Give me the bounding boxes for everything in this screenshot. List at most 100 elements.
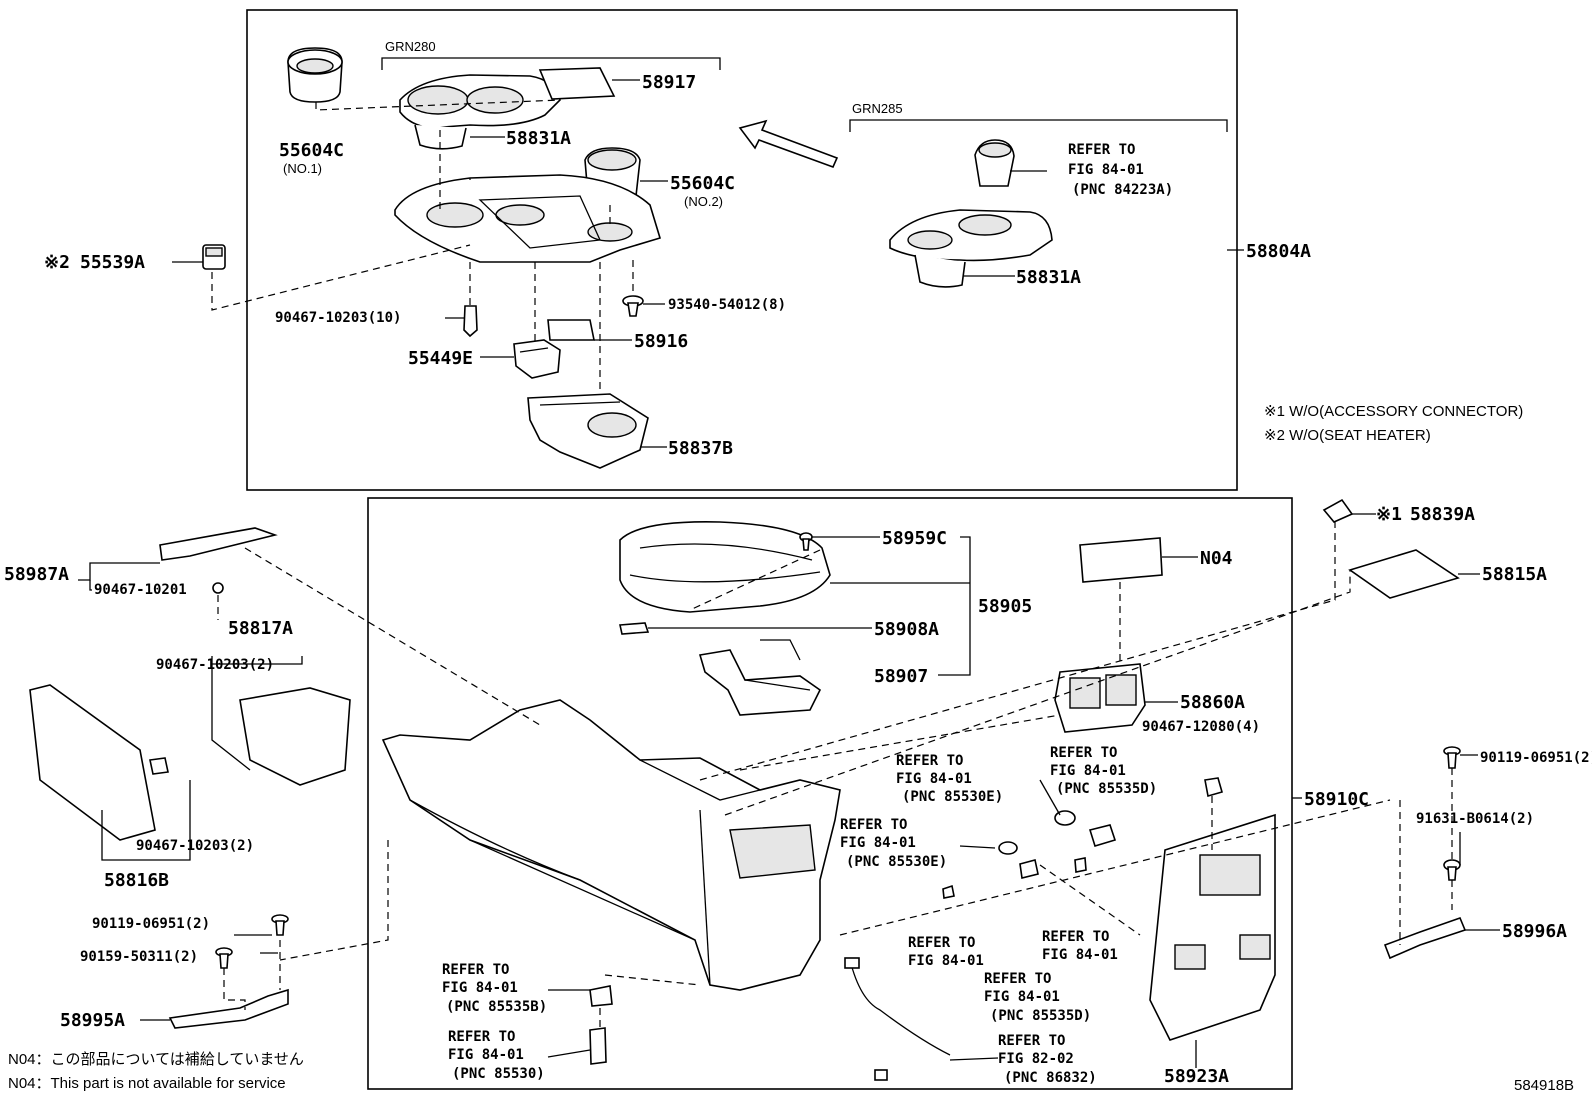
label-58916: 58916 bbox=[634, 331, 688, 352]
screw-58959c-part bbox=[799, 532, 813, 551]
label-90119-06951-right: 90119-06951(2) bbox=[1480, 750, 1592, 766]
nut-91631-part bbox=[1443, 859, 1461, 881]
label-55604c-no2: 55604C bbox=[670, 173, 735, 194]
bracket-58996a-part bbox=[1383, 916, 1467, 960]
ref8-line2: FIG 84-01 bbox=[448, 1047, 524, 1063]
mat-58815a-part bbox=[1348, 549, 1460, 599]
label-55604c-no2-sub: (NO.2) bbox=[684, 194, 723, 209]
ref7-line1: REFER TO bbox=[442, 962, 509, 978]
label-58917: 58917 bbox=[642, 72, 696, 93]
label-55449e: 55449E bbox=[408, 348, 473, 369]
mat-58917-part bbox=[538, 67, 616, 100]
bracket-58995a-part bbox=[168, 988, 289, 1029]
clip-90467-10201-part bbox=[212, 582, 224, 594]
label-58837b: 58837B bbox=[668, 438, 733, 459]
wire-harness-part bbox=[849, 959, 951, 1056]
ref-top-line3: (PNC 84223A) bbox=[1072, 182, 1173, 198]
clip-55539a-part bbox=[202, 244, 226, 270]
ref7-line3: (PNC 85535B) bbox=[446, 999, 547, 1015]
bolt-90159-part bbox=[215, 947, 233, 969]
tray-58831a-right-part bbox=[889, 209, 1053, 288]
note-en: N04：This part is not available for servi… bbox=[8, 1075, 286, 1092]
ref8-line3: (PNC 85530) bbox=[452, 1066, 545, 1082]
ref9-line2: FIG 82-02 bbox=[998, 1051, 1074, 1067]
clip-90467-10203-lower-part bbox=[149, 757, 169, 775]
label-55604c-no1-sub: (NO.1) bbox=[283, 161, 322, 176]
label-58816b: 58816B bbox=[104, 870, 169, 891]
bulb-part bbox=[942, 884, 955, 899]
label-90467-10203-2b: 90467-10203(2) bbox=[136, 838, 254, 854]
ref6-line3: (PNC 85535D) bbox=[990, 1008, 1091, 1024]
ref3-line1: REFER TO bbox=[840, 817, 907, 833]
ref6-line1: REFER TO bbox=[984, 971, 1051, 987]
label-58804a: 58804A bbox=[1246, 241, 1311, 262]
upper-console-panel-part bbox=[394, 174, 661, 263]
upper-tray-part bbox=[399, 74, 561, 150]
label-58987a: 58987A bbox=[4, 564, 69, 585]
clip-90467-12080-part bbox=[1204, 777, 1223, 798]
shift-boot-part bbox=[974, 139, 1015, 187]
label-58831a-right: 58831A bbox=[1016, 267, 1081, 288]
label-90159-50311: 90159-50311(2) bbox=[80, 949, 198, 965]
label-58860a: 58860A bbox=[1180, 692, 1245, 713]
group-label-grn280: GRN280 bbox=[385, 39, 436, 54]
harness-connector-part bbox=[844, 957, 860, 969]
label-58839a: 58839A bbox=[1410, 504, 1475, 525]
switch-85535d-b-part bbox=[1019, 859, 1039, 879]
label-58905: 58905 bbox=[978, 596, 1032, 617]
ref4-line1: REFER TO bbox=[908, 935, 975, 951]
ref5-line1: REFER TO bbox=[1042, 929, 1109, 945]
ref5-line2: FIG 84-01 bbox=[1042, 947, 1118, 963]
ref2-line1: REFER TO bbox=[1050, 745, 1117, 761]
label-58923a: 58923A bbox=[1164, 1066, 1229, 1087]
ref1-line3: (PNC 85530E) bbox=[902, 789, 1003, 805]
vent-58860a-part bbox=[1054, 663, 1146, 733]
box-55449e-part bbox=[513, 339, 561, 379]
ref2-line3: (PNC 85535D) bbox=[1056, 781, 1157, 797]
switch-85535b-part bbox=[589, 985, 613, 1007]
part-n04 bbox=[1079, 537, 1163, 583]
screw-93540-part bbox=[622, 295, 644, 317]
note-jp: N04：この部品については補給していません bbox=[8, 1051, 304, 1068]
ref9-line1: REFER TO bbox=[998, 1033, 1065, 1049]
ref7-line2: FIG 84-01 bbox=[442, 980, 518, 996]
label-n04: N04 bbox=[1200, 548, 1233, 569]
mat-58916-part bbox=[547, 319, 595, 341]
cover-58816b-part bbox=[29, 684, 156, 841]
label-90119-06951-left: 90119-06951(2) bbox=[92, 916, 210, 932]
label-90467-10203-2a: 90467-10203(2) bbox=[156, 657, 274, 673]
upper-assembly-frame bbox=[246, 9, 1238, 491]
ref1-line2: FIG 84-01 bbox=[896, 771, 972, 787]
hinge-58907-part bbox=[698, 639, 822, 716]
cover-58817a-part bbox=[239, 687, 351, 786]
ref-top-line2: FIG 84-01 bbox=[1068, 162, 1144, 178]
ref3-line2: FIG 84-01 bbox=[840, 835, 916, 851]
label-93540-54012: 93540-54012(8) bbox=[668, 297, 786, 313]
group-label-grn285: GRN285 bbox=[852, 101, 903, 116]
label-55604c-no1: 55604C bbox=[279, 140, 344, 161]
direction-arrow-icon bbox=[738, 119, 839, 169]
switch-85535d-part bbox=[1088, 824, 1117, 847]
label-55539a: 55539A bbox=[80, 252, 145, 273]
legend-1: ※1 W/O(ACCESSORY CONNECTOR) bbox=[1264, 403, 1523, 420]
ref2-line2: FIG 84-01 bbox=[1050, 763, 1126, 779]
label-90467-12080: 90467-12080(4) bbox=[1142, 719, 1260, 735]
clip-90467-10203-part bbox=[463, 305, 478, 338]
label-91631-b0614: 91631-B0614(2) bbox=[1416, 811, 1534, 827]
mark-1-58839a: ※1 bbox=[1376, 504, 1402, 525]
label-58908a: 58908A bbox=[874, 619, 939, 640]
switch-85530e-b-part bbox=[998, 841, 1018, 855]
socket-85530-part bbox=[589, 1027, 607, 1065]
rear-panel-58923a-part bbox=[1149, 813, 1276, 1041]
label-90467-10201: 90467-10201 bbox=[94, 582, 187, 598]
cup-holder-no1-part bbox=[287, 47, 343, 103]
console-body-58910c-part bbox=[381, 699, 841, 991]
ref6-line2: FIG 84-01 bbox=[984, 989, 1060, 1005]
lower-assembly-frame bbox=[367, 497, 1293, 1090]
mark-2-55539a: ※2 bbox=[44, 252, 70, 273]
switch-85530e-part bbox=[1054, 810, 1076, 826]
label-58910c: 58910C bbox=[1304, 789, 1369, 810]
box-58837b-part bbox=[527, 393, 649, 469]
ref1-line1: REFER TO bbox=[896, 753, 963, 769]
